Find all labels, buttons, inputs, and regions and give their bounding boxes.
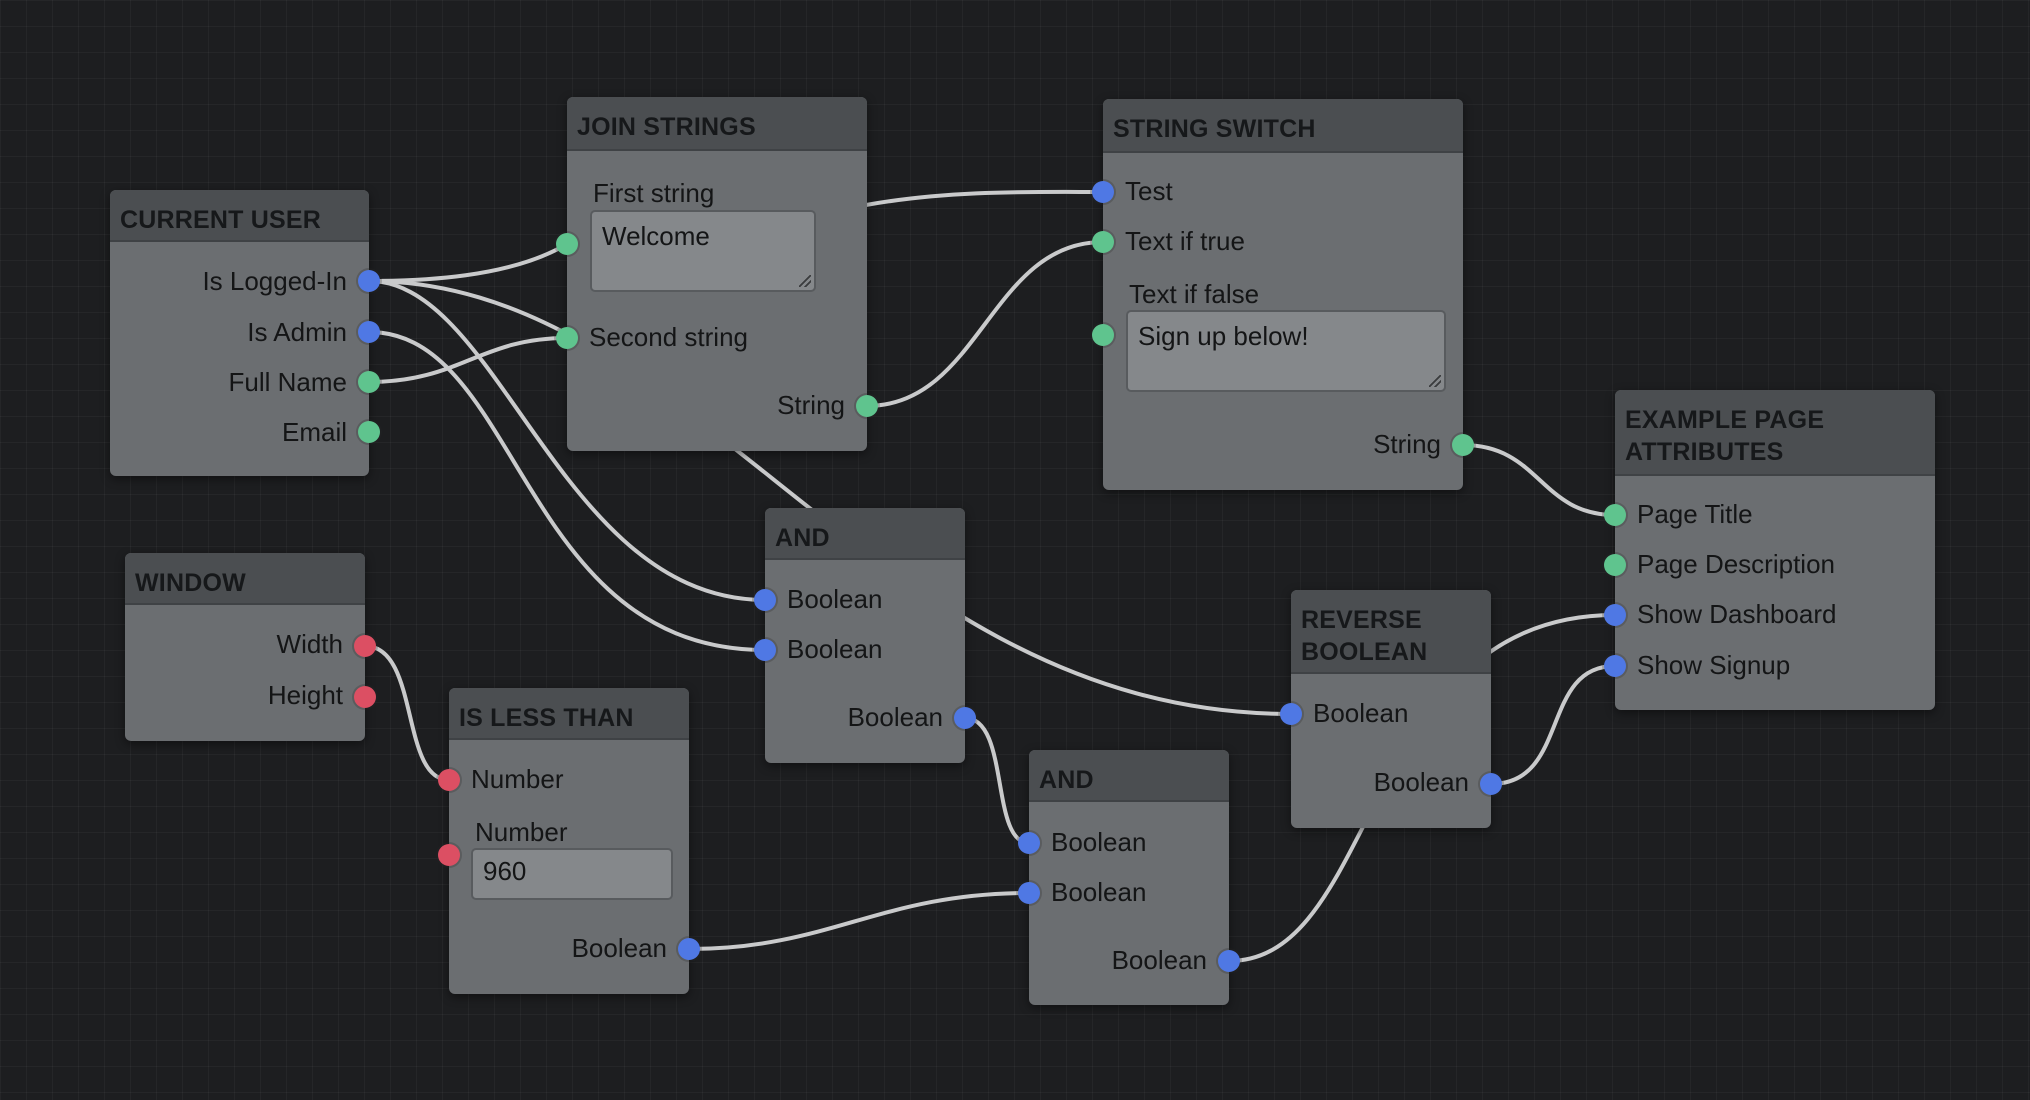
node-title-line-1: REVERSE — [1301, 606, 1422, 634]
node-title-line-2: BOOLEAN — [1301, 638, 1428, 666]
wire-loggedin-to-join-first[interactable] — [367, 242, 569, 283]
wire-join-to-switch-test[interactable] — [864, 189, 1105, 207]
resize-grip-icon[interactable] — [799, 275, 811, 287]
output-port-width[interactable] — [354, 635, 376, 657]
input-port-first-string[interactable] — [556, 233, 578, 255]
wire-reverse-to-show-signup[interactable] — [1489, 664, 1617, 786]
input-port-page-description[interactable] — [1604, 554, 1626, 576]
input-port-boolean-b[interactable] — [754, 639, 776, 661]
resize-grip-icon[interactable] — [1429, 375, 1441, 387]
output-label-string: String — [777, 390, 845, 420]
number-value: 960 — [483, 856, 527, 886]
output-port-full-name[interactable] — [358, 371, 380, 393]
output-label-string: String — [1373, 429, 1441, 459]
output-label-width: Width — [276, 629, 343, 659]
node-and-2[interactable]: AND Boolean Boolean Boolean — [1018, 750, 1240, 1005]
input-label-show-signup: Show Signup — [1637, 650, 1791, 680]
node-title[interactable]: JOIN STRINGS — [567, 97, 867, 151]
input-label-page-title: Page Title — [1637, 499, 1753, 529]
input-port-boolean-b[interactable] — [1018, 882, 1040, 904]
output-label-boolean: Boolean — [1373, 767, 1469, 797]
input-label-boolean-a: Boolean — [1051, 827, 1147, 857]
text-if-false-field[interactable]: Sign up below! — [1126, 310, 1446, 392]
output-port-is-admin[interactable] — [358, 321, 380, 343]
output-label-boolean: Boolean — [571, 933, 667, 963]
node-title[interactable]: AND — [765, 508, 965, 560]
output-port-string[interactable] — [1452, 434, 1474, 456]
wire-switch-to-page-title[interactable] — [1461, 443, 1617, 517]
wire-loggedin-to-and1[interactable] — [367, 279, 767, 602]
input-label-boolean-b: Boolean — [1051, 877, 1147, 907]
input-label-test: Test — [1125, 176, 1173, 206]
output-label-is-admin: Is Admin — [247, 317, 347, 347]
input-port-page-title[interactable] — [1604, 504, 1626, 526]
node-title[interactable]: AND — [1029, 750, 1229, 802]
input-port-show-dashboard[interactable] — [1604, 604, 1626, 626]
output-port-boolean[interactable] — [954, 707, 976, 729]
wire-lessthan-to-and2[interactable] — [687, 891, 1031, 951]
node-title[interactable]: REVERSE BOOLEAN — [1291, 590, 1491, 674]
output-port-height[interactable] — [354, 686, 376, 708]
wire-join-string-to-switch-true[interactable] — [865, 240, 1105, 408]
first-string-field[interactable]: Welcome — [590, 210, 816, 292]
output-label-full-name: Full Name — [228, 367, 347, 397]
number-field[interactable]: 960 — [471, 848, 673, 900]
input-label-number-b: Number — [475, 817, 568, 847]
input-label-boolean: Boolean — [1313, 698, 1409, 728]
output-port-email[interactable] — [358, 421, 380, 443]
input-label-first-string: First string — [593, 178, 715, 208]
node-reverse-boolean[interactable]: REVERSE BOOLEAN Boolean Boolean — [1280, 590, 1502, 828]
node-join-strings[interactable]: JOIN STRINGS First string Welcome Second… — [556, 97, 878, 451]
input-port-number-a[interactable] — [438, 769, 460, 791]
input-port-boolean-a[interactable] — [754, 589, 776, 611]
input-port-text-if-false[interactable] — [1092, 324, 1114, 346]
node-window[interactable]: WINDOW Width Height — [125, 553, 376, 741]
first-string-value: Welcome — [602, 221, 710, 251]
input-label-boolean-b: Boolean — [787, 634, 883, 664]
node-title[interactable]: CURRENT USER — [110, 190, 369, 242]
wire-isadmin-to-and1[interactable] — [367, 330, 767, 652]
input-label-number-a: Number — [471, 764, 564, 794]
input-port-second-string[interactable] — [556, 327, 578, 349]
node-example-page-attributes[interactable]: EXAMPLE PAGE ATTRIBUTES Page Title Page … — [1604, 390, 1935, 710]
input-port-show-signup[interactable] — [1604, 655, 1626, 677]
input-label-second-string: Second string — [589, 322, 748, 352]
node-is-less-than[interactable]: IS LESS THAN Number Number 960 Boolean — [438, 688, 700, 994]
node-title[interactable]: STRING SWITCH — [1103, 99, 1463, 153]
node-title-line-1: EXAMPLE PAGE — [1625, 406, 1825, 434]
input-label-show-dashboard: Show Dashboard — [1637, 599, 1837, 629]
wire-and1-to-and2[interactable] — [963, 716, 1031, 845]
wire-loggedin-to-reverse[interactable] — [367, 279, 1293, 716]
node-current-user[interactable]: CURRENT USER Is Logged-In Is Admin Full … — [110, 190, 380, 476]
node-and-1[interactable]: AND Boolean Boolean Boolean — [754, 508, 976, 763]
input-label-boolean-a: Boolean — [787, 584, 883, 614]
output-port-is-logged-in[interactable] — [358, 270, 380, 292]
wire-width-to-lessthan[interactable] — [363, 644, 451, 782]
input-port-number-b[interactable] — [438, 844, 460, 866]
output-label-email: Email — [281, 417, 347, 447]
output-port-string[interactable] — [856, 395, 878, 417]
output-label-is-logged-in: Is Logged-In — [202, 266, 347, 296]
input-port-boolean[interactable] — [1280, 703, 1302, 725]
text-if-false-value: Sign up below! — [1138, 321, 1309, 351]
output-port-boolean[interactable] — [1218, 950, 1240, 972]
input-port-text-if-true[interactable] — [1092, 231, 1114, 253]
output-label-boolean: Boolean — [847, 702, 943, 732]
input-label-text-if-true: Text if true — [1125, 226, 1245, 256]
output-port-boolean[interactable] — [678, 938, 700, 960]
node-title-line-2: ATTRIBUTES — [1625, 438, 1784, 466]
input-label-text-if-false: Text if false — [1129, 279, 1260, 309]
node-string-switch[interactable]: STRING SWITCH Test Text if true Text if … — [1092, 99, 1474, 490]
wire-fullname-to-join-second[interactable] — [367, 336, 569, 384]
node-title[interactable]: EXAMPLE PAGE ATTRIBUTES — [1615, 390, 1935, 476]
input-label-page-description: Page Description — [1637, 549, 1835, 579]
node-title[interactable]: WINDOW — [125, 553, 365, 605]
output-label-height: Height — [267, 680, 343, 710]
output-label-boolean: Boolean — [1111, 945, 1207, 975]
output-port-boolean[interactable] — [1480, 773, 1502, 795]
input-port-test[interactable] — [1092, 181, 1114, 203]
node-title[interactable]: IS LESS THAN — [449, 688, 689, 740]
input-port-boolean-a[interactable] — [1018, 832, 1040, 854]
